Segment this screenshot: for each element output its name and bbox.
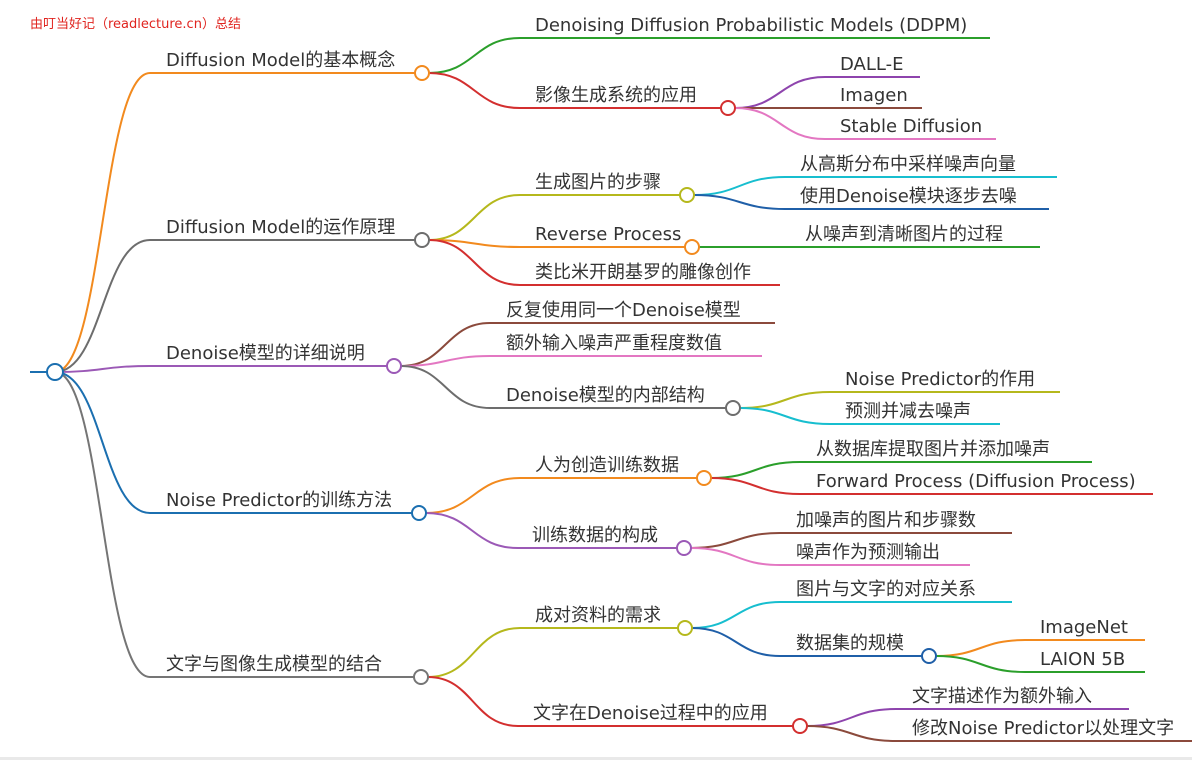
topic-connector [428,72,521,109]
subtopic-connector [710,461,801,479]
branch-node-circle[interactable] [411,505,427,521]
topic-label[interactable]: 人为创造训练数据 [535,455,679,476]
subtopic-connector [693,194,786,210]
branch-label[interactable]: Diffusion Model的基本概念 [166,49,395,71]
subtopic-label[interactable]: 数据集的规模 [796,633,904,654]
topic-node-circle[interactable] [720,100,736,116]
subtopic-label[interactable]: 噪声作为预测输出 [796,542,940,563]
topic-connector [400,322,491,367]
topic-node-circle[interactable] [696,470,712,486]
topic-label[interactable]: Reverse Process [535,224,681,245]
leaf-label[interactable]: ImageNet [1040,617,1128,638]
topic-connector [425,512,519,549]
subtopic-connector [693,176,786,196]
subtopic-connector [690,547,781,566]
topic-connector [428,239,521,248]
branch-node-circle[interactable] [414,65,430,81]
root-node-circle[interactable] [46,363,64,381]
branch-label[interactable]: Denoise模型的详细说明 [166,343,365,364]
subtopic-label[interactable]: 使用Denoise模块逐步去噪 [800,186,1017,207]
branch-node-circle[interactable] [413,669,429,685]
subtopic-label[interactable]: Noise Predictor的作用 [845,369,1035,390]
subtopic-label[interactable]: 从噪声到清晰图片的过程 [805,224,1003,245]
subtopic-label[interactable]: 从数据库提取图片并添加噪声 [816,439,1050,460]
topic-label[interactable]: 成对资料的需求 [535,605,661,626]
subtopic-connector [806,708,897,727]
topic-label[interactable]: Denoise模型的内部结构 [506,385,705,406]
branch-connector [54,365,151,373]
subtopic-node-circle[interactable] [921,648,937,664]
subtopic-label[interactable]: 修改Noise Predictor以处理文字 [912,718,1174,739]
branch-node-circle[interactable] [386,358,402,374]
subtopic-connector [739,407,831,425]
topic-node-circle[interactable] [677,620,693,636]
topic-connector [425,477,521,514]
watermark-text: 由叮当好记（readlecture.cn）总结 [30,17,241,32]
branch-connector [54,72,151,373]
leaf-connector [935,639,1026,657]
branch-connector [54,239,151,373]
subtopic-connector [690,532,781,549]
topic-connector [400,365,491,409]
subtopic-label[interactable]: DALL-E [840,54,903,75]
subtopic-label[interactable]: 从高斯分布中采样噪声向量 [800,154,1016,175]
branch-label[interactable]: Diffusion Model的运作原理 [166,217,395,238]
branch-label[interactable]: Noise Predictor的训练方法 [166,490,392,511]
subtopic-label[interactable]: 加噪声的图片和步骤数 [796,510,976,531]
subtopic-connector [739,391,831,409]
topic-connector [428,37,521,74]
topic-connector [428,194,521,241]
leaf-connector [935,655,1026,673]
subtopic-connector [710,477,801,495]
subtopic-connector [734,107,826,140]
topic-node-circle[interactable] [679,187,695,203]
topic-label[interactable]: 生成图片的步骤 [535,172,661,193]
topic-node-circle[interactable] [792,718,808,734]
topic-label[interactable]: 文字在Denoise过程中的应用 [533,703,768,724]
topic-connector [400,355,491,367]
topic-connector [427,627,521,678]
subtopic-connector [691,627,781,657]
subtopic-connector [806,725,897,742]
topic-label[interactable]: 训练数据的构成 [532,525,658,546]
topic-node-circle[interactable] [725,400,741,416]
subtopic-label[interactable]: 预测并减去噪声 [845,401,971,422]
subtopic-label[interactable]: 图片与文字的对应关系 [796,579,976,600]
subtopic-label[interactable]: 文字描述作为额外输入 [912,686,1092,707]
branch-connector [54,371,151,678]
branch-label[interactable]: 文字与图像生成模型的结合 [166,654,382,675]
topic-label[interactable]: 类比米开朗基罗的雕像创作 [535,262,751,283]
topic-label[interactable]: 额外输入噪声严重程度数值 [506,333,722,354]
topic-label[interactable]: Denoising Diffusion Probabilistic Models… [535,15,967,36]
subtopic-label[interactable]: Imagen [840,85,908,106]
topic-label[interactable]: 影像生成系统的应用 [535,85,697,106]
leaf-label[interactable]: LAION 5B [1040,649,1125,670]
topic-node-circle[interactable] [684,239,700,255]
subtopic-connector [691,601,781,629]
subtopic-label[interactable]: Forward Process (Diffusion Process) [816,471,1136,492]
branch-connector [54,371,151,514]
topic-connector [428,239,521,286]
branch-node-circle[interactable] [414,232,430,248]
subtopic-label[interactable]: Stable Diffusion [840,116,982,137]
footer-divider [0,757,1192,760]
topic-connector [427,676,519,727]
topic-label[interactable]: 反复使用同一个Denoise模型 [506,300,741,321]
topic-node-circle[interactable] [676,540,692,556]
subtopic-connector [734,76,826,109]
